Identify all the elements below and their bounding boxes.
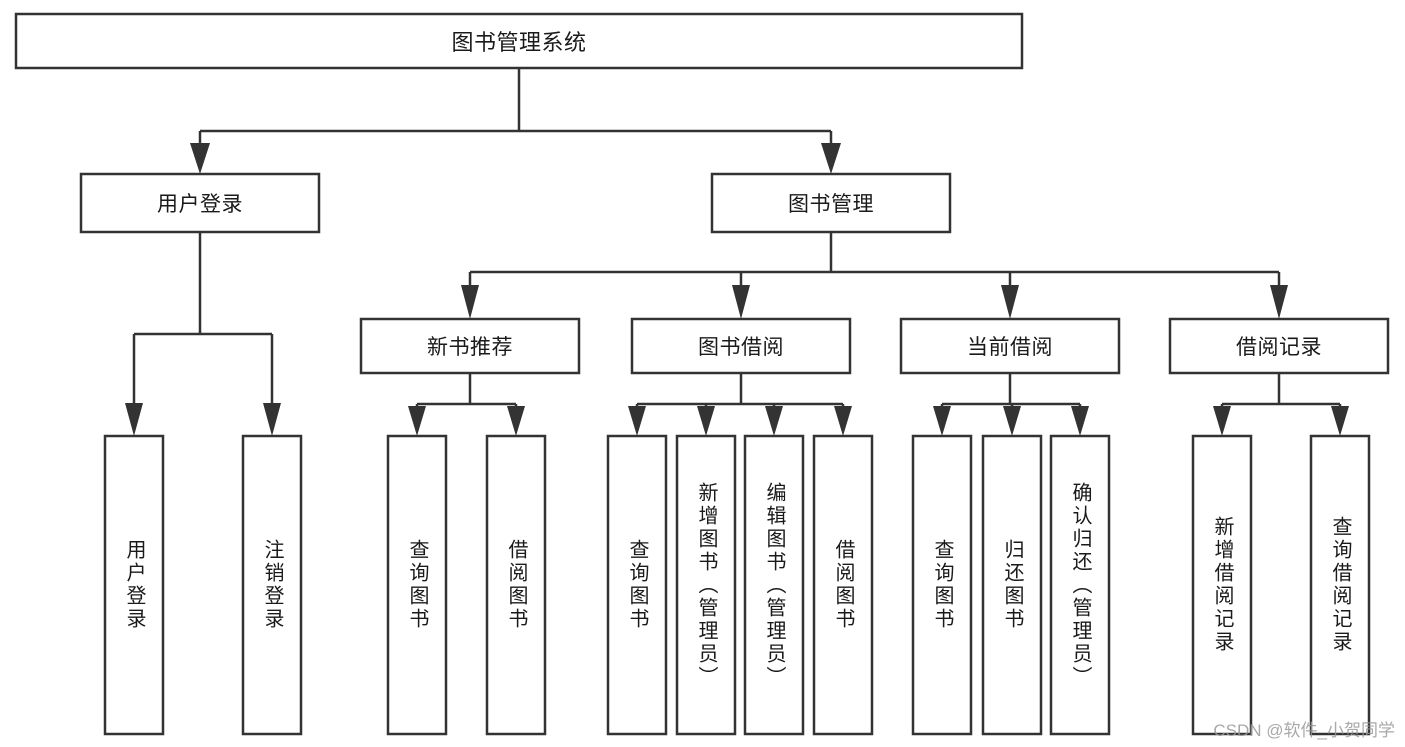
node-box-leaf-query-book-2[interactable] xyxy=(606,434,668,736)
connector-currentborrow-to-leaves xyxy=(933,373,1089,436)
node-box-leaf-add-book-admin[interactable] xyxy=(675,434,737,736)
node-box-leaf-borrow-book-1[interactable] xyxy=(485,434,547,736)
node-box-leaf-user-logout[interactable] xyxy=(241,434,303,736)
node-box-leaf-user-login[interactable] xyxy=(103,434,165,736)
arrow-head-borrow-records xyxy=(1270,285,1288,319)
arrow-head-leaf-edit-book-admin xyxy=(765,406,783,436)
node-box-leaf-add-record[interactable] xyxy=(1191,434,1253,736)
node-box-leaf-query-book-3[interactable] xyxy=(911,434,973,736)
arrow-head-leaf-user-logout xyxy=(263,403,281,436)
arrow-head-leaf-confirm-return-admin xyxy=(1071,406,1089,436)
node-box-user-login[interactable] xyxy=(79,172,321,234)
node-box-leaf-return-book[interactable] xyxy=(981,434,1043,736)
node-box-borrow-records[interactable] xyxy=(1168,317,1390,375)
node-box-root[interactable] xyxy=(14,12,1024,70)
arrow-head-leaf-return-book xyxy=(1003,406,1021,436)
node-box-current-borrow[interactable] xyxy=(899,317,1121,375)
node-box-leaf-confirm-return-admin[interactable] xyxy=(1049,434,1111,736)
watermark: CSDN @软件_小贺同学 xyxy=(1213,721,1395,740)
arrow-head-new-book-recommend xyxy=(461,285,479,319)
arrow-head-leaf-add-record xyxy=(1213,406,1231,436)
arrow-head-leaf-query-book-2 xyxy=(628,406,646,436)
connector-bookborrow-to-leaves xyxy=(628,373,852,436)
node-box-book-borrow[interactable] xyxy=(630,317,852,375)
arrow-head-leaf-add-book-admin xyxy=(697,406,715,436)
arrow-head-leaf-query-record xyxy=(1331,406,1349,436)
arrow-head-leaf-borrow-book-2 xyxy=(834,406,852,436)
arrow-head-leaf-borrow-book-1 xyxy=(507,406,525,436)
node-box-book-management[interactable] xyxy=(710,172,952,234)
connector-userlogin-to-leaves xyxy=(125,232,281,436)
node-box-leaf-edit-book-admin[interactable] xyxy=(743,434,805,736)
arrow-head-leaf-query-book-3 xyxy=(933,406,951,436)
arrow-head-current-borrow xyxy=(1001,285,1019,319)
node-box-leaf-query-book-1[interactable] xyxy=(386,434,448,736)
connector-bookmgmt-to-level3 xyxy=(461,232,1288,319)
node-box-leaf-borrow-book-2[interactable] xyxy=(812,434,874,736)
arrow-head-book-management xyxy=(821,143,841,174)
node-box-leaf-query-record[interactable] xyxy=(1309,434,1371,736)
arrow-head-leaf-query-book-1 xyxy=(408,406,426,436)
connector-root-to-level2 xyxy=(190,68,841,174)
connector-newbook-to-leaves xyxy=(408,373,525,436)
arrow-head-user-login xyxy=(190,143,210,174)
arrow-head-leaf-user-login xyxy=(125,403,143,436)
arrow-head-book-borrow xyxy=(732,285,750,319)
node-box-new-book-recommend[interactable] xyxy=(359,317,581,375)
connector-borrowrecords-to-leaves xyxy=(1213,373,1349,436)
